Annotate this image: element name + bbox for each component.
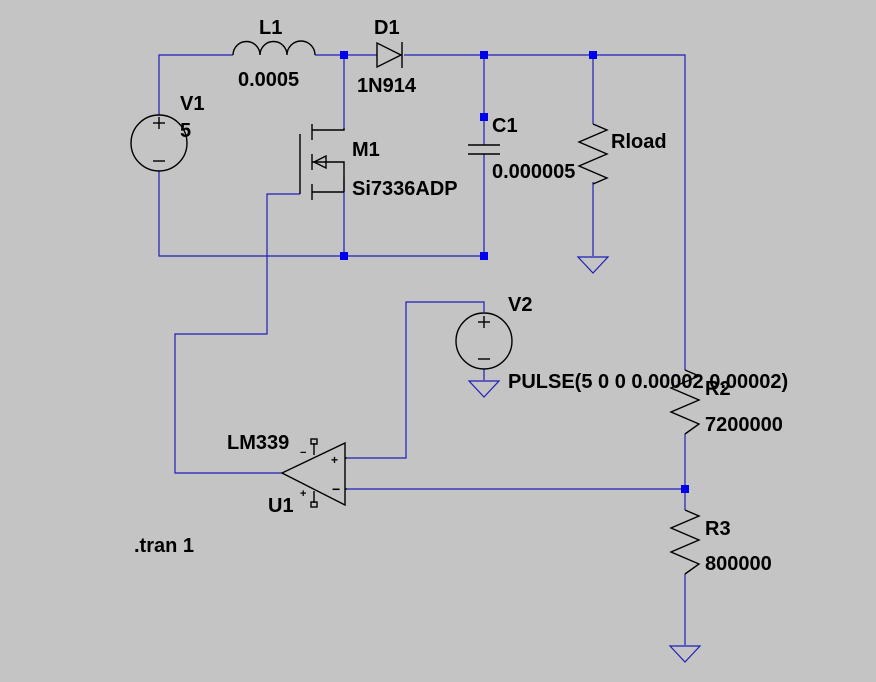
- u1-plus-sign: +: [331, 453, 338, 467]
- junction-cap-ground: [480, 252, 488, 260]
- u1-pin-plus-supply: +: [300, 488, 306, 500]
- d1-value-label: 1N914: [357, 75, 417, 97]
- r2-value-label: 7200000: [705, 414, 783, 436]
- m1-mosfet[interactable]: [299, 124, 345, 200]
- c1-name-label: C1: [492, 115, 518, 137]
- wire-gate-drive[interactable]: [174, 193, 300, 474]
- c1-value-label: 0.000005: [492, 161, 575, 183]
- l1-name-label: L1: [259, 17, 282, 39]
- ground-symbol-r3: [668, 645, 702, 663]
- v1-voltage-source[interactable]: [130, 114, 188, 172]
- wire-v1-top[interactable]: [158, 54, 233, 115]
- c1-capacitor[interactable]: [468, 144, 500, 155]
- ground-symbol-rload: [576, 256, 610, 274]
- junction-divider-node: [681, 485, 689, 493]
- spice-directive[interactable]: .tran 1: [134, 535, 194, 557]
- r2-resistor[interactable]: [669, 369, 701, 435]
- l1-value-label: 0.0005: [238, 69, 299, 91]
- v1-name-label: V1: [180, 93, 204, 115]
- junction-dots: [340, 51, 689, 493]
- l1-inductor[interactable]: [232, 40, 316, 56]
- v1-value-label: 5: [180, 120, 191, 142]
- u1-pin-minus-supply: −: [300, 447, 306, 459]
- wire-v2-plus[interactable]: [347, 301, 485, 459]
- wires: [158, 54, 686, 645]
- r3-value-label: 800000: [705, 553, 772, 575]
- rload-name-label: Rload: [611, 131, 667, 153]
- ground-symbol-v2: [467, 380, 501, 398]
- junction-switch-node: [340, 51, 348, 59]
- junction-c1-plus: [480, 113, 488, 121]
- m1-value-label: Si7336ADP: [352, 178, 458, 200]
- r3-resistor[interactable]: [669, 509, 701, 575]
- u1-value-label: LM339: [227, 432, 289, 454]
- wire-ground-rail[interactable]: [158, 171, 484, 257]
- rload-resistor[interactable]: [577, 123, 609, 185]
- v2-voltage-source[interactable]: [455, 312, 513, 370]
- junction-cap-top: [480, 51, 488, 59]
- u1-minus-sign: −: [332, 481, 340, 497]
- m1-name-label: M1: [352, 139, 380, 161]
- r3-name-label: R3: [705, 518, 731, 540]
- d1-name-label: D1: [374, 17, 400, 39]
- u1-name-label: U1: [268, 495, 294, 517]
- d1-diode[interactable]: [376, 41, 403, 69]
- u1-comparator[interactable]: + − − +: [280, 438, 347, 508]
- junction-source-ground: [340, 252, 348, 260]
- r2-name-label: R2: [705, 378, 731, 400]
- wire-output-rail[interactable]: [404, 54, 686, 370]
- junction-rload-top: [589, 51, 597, 59]
- v2-value-label: PULSE(5 0 0 0.00002 0.00002): [508, 371, 788, 393]
- v2-name-label: V2: [508, 294, 532, 316]
